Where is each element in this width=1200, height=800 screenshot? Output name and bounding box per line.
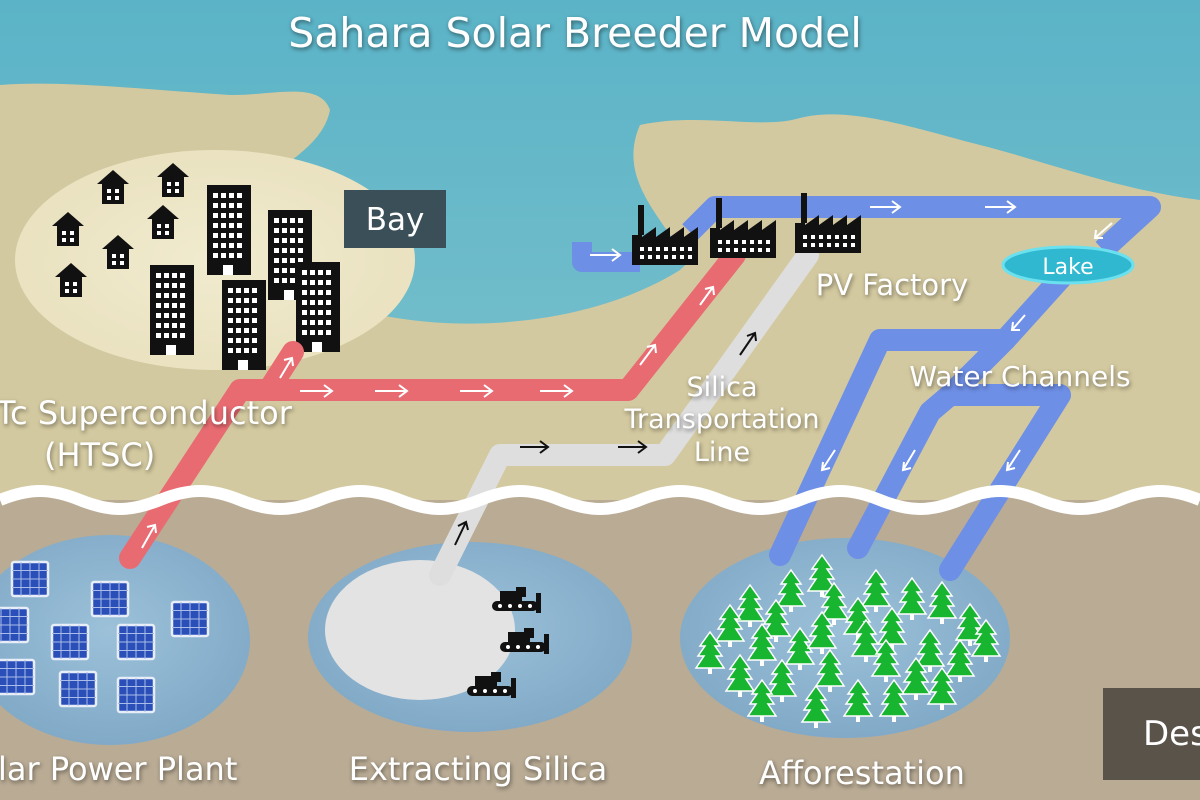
desert-label: Des bbox=[1143, 714, 1200, 754]
solar-panel-icon bbox=[0, 658, 36, 696]
arrow-icon bbox=[1010, 314, 1026, 331]
solar-panel-icon bbox=[0, 606, 30, 644]
arrow-icon bbox=[901, 449, 916, 472]
building-icon bbox=[150, 265, 194, 355]
arrow-icon bbox=[870, 200, 902, 214]
arrow-icon bbox=[300, 384, 334, 398]
solar-panel-icon bbox=[50, 623, 90, 661]
flow-arrows bbox=[141, 200, 1113, 549]
arrow-icon bbox=[460, 384, 494, 398]
page-title: Sahara Solar Breeder Model bbox=[288, 9, 862, 57]
lake bbox=[1001, 245, 1135, 285]
arrow-icon bbox=[618, 440, 648, 454]
arrow-icon bbox=[520, 440, 550, 454]
arrow-icon bbox=[590, 248, 622, 262]
arrow-icon bbox=[454, 520, 469, 546]
htsc-label-1: Tc Superconductor bbox=[0, 394, 293, 432]
pv-factory-label: PV Factory bbox=[816, 268, 968, 302]
silica-pit bbox=[325, 560, 515, 700]
arrow-icon bbox=[985, 200, 1017, 214]
water-main-pipe bbox=[682, 196, 1161, 259]
htsc-label-2: (HTSC) bbox=[44, 436, 155, 474]
arrow-icon bbox=[739, 331, 757, 356]
solar-plant-label: lar Power Plant bbox=[0, 750, 237, 788]
solar-panel-icon bbox=[10, 560, 50, 598]
extracting-silica-label: Extracting Silica bbox=[349, 750, 607, 788]
silica-flow-arrows bbox=[454, 331, 757, 546]
arrow-icon bbox=[141, 523, 157, 549]
water-channel-1 bbox=[769, 257, 1081, 566]
arrow-icon bbox=[699, 285, 715, 306]
htsc-line bbox=[119, 244, 746, 569]
desert-label-box bbox=[1103, 688, 1200, 780]
silica-line-label-3: Line bbox=[694, 437, 750, 468]
solar-panel-icon bbox=[116, 623, 156, 661]
section-divider-wave bbox=[0, 485, 1200, 515]
arrow-icon bbox=[375, 384, 409, 398]
building-icon bbox=[207, 185, 251, 275]
water-channel-2 bbox=[847, 329, 1016, 559]
solar-panel-icon bbox=[170, 600, 210, 638]
bay-label-box bbox=[344, 190, 446, 248]
bay-label: Bay bbox=[366, 202, 425, 238]
solar-panel-icon bbox=[116, 676, 156, 714]
arrow-icon bbox=[639, 343, 657, 366]
water-intake-pipe bbox=[572, 242, 640, 272]
solar-panel-icon bbox=[58, 670, 98, 708]
silica-line-label-1: Silica bbox=[686, 372, 757, 403]
solar-panel-icon bbox=[90, 580, 130, 618]
water-channel-3 bbox=[939, 384, 1071, 581]
building-icon bbox=[222, 280, 266, 370]
afforestation-label: Afforestation bbox=[759, 754, 965, 792]
arrow-icon bbox=[540, 384, 574, 398]
silica-transport-line bbox=[429, 244, 819, 586]
arrow-icon bbox=[1093, 222, 1113, 239]
water-channels-label: Water Channels bbox=[909, 360, 1130, 393]
building-icon bbox=[296, 262, 340, 352]
silica-line-label-2: Transportation bbox=[624, 404, 820, 435]
arrow-icon bbox=[820, 449, 836, 472]
lake-label: Lake bbox=[1042, 255, 1093, 280]
arrow-icon bbox=[279, 356, 294, 379]
arrow-icon bbox=[1005, 449, 1021, 472]
